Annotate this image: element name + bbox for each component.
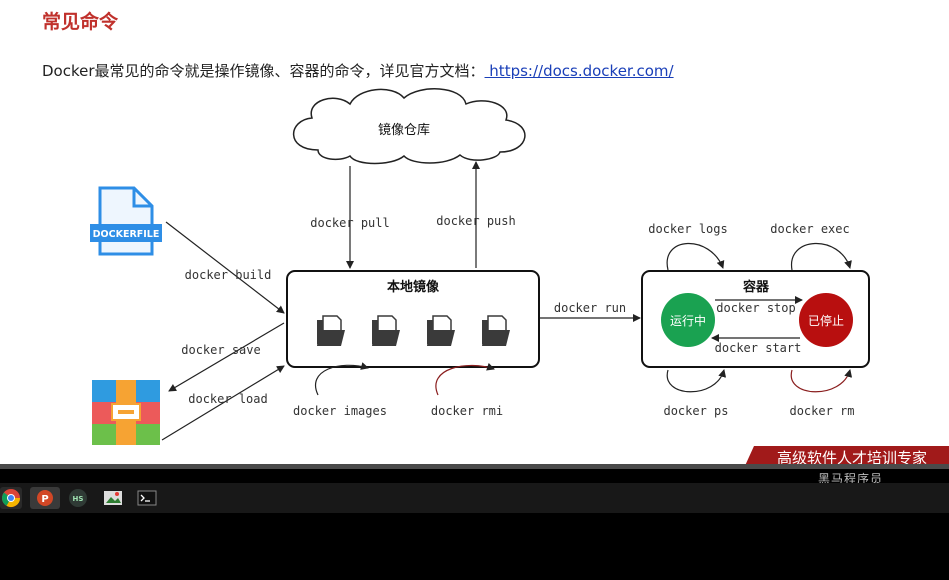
taskbar: P HS	[0, 483, 949, 513]
rmi-loop-arrow	[435, 362, 495, 396]
svg-text:P: P	[41, 494, 48, 505]
slide: 常见命令 Docker最常见的命令就是操作镜像、容器的命令，详见官方文档： ht…	[0, 0, 949, 464]
archive-icon	[92, 380, 160, 445]
image-viewer-icon[interactable]	[102, 487, 124, 509]
image-file-icons	[317, 315, 510, 346]
slide-bottom-bar	[0, 464, 949, 469]
svg-text:HS: HS	[73, 495, 84, 503]
running-label: 运行中	[670, 313, 706, 328]
docker-logs-label: docker logs	[648, 222, 727, 236]
banner-text: 高级软件人才培训专家	[777, 449, 928, 464]
slide-title: 常见命令	[42, 11, 119, 33]
branding-banner	[745, 446, 949, 464]
container-label: 容器	[742, 279, 770, 295]
stopped-state	[799, 293, 853, 347]
local-images-box	[286, 270, 540, 368]
docker-ps-label: docker ps	[663, 404, 728, 418]
docker-load-label: docker load	[188, 392, 267, 406]
docker-commands-diagram: 镜像仓库 DOCKERFILE 本地镜像 容器	[90, 88, 949, 464]
logs-loop-arrow	[666, 242, 725, 271]
docker-images-label: docker images	[293, 404, 387, 418]
running-state	[661, 293, 715, 347]
save-arrow	[168, 322, 285, 392]
docker-push-label: docker push	[436, 214, 515, 228]
rm-loop-arrow	[790, 369, 853, 393]
docker-rmi-label: docker rmi	[431, 404, 503, 418]
images-loop-arrow	[315, 362, 369, 396]
docker-build-label: docker build	[185, 268, 272, 282]
powerpoint-icon[interactable]: P	[30, 487, 60, 509]
slide-intro: Docker最常见的命令就是操作镜像、容器的命令，详见官方文档： https:/…	[42, 60, 674, 81]
docs-link[interactable]: https://docs.docker.com/	[484, 62, 674, 80]
image-file-icon	[317, 315, 345, 346]
dockerfile-icon: DOCKERFILE	[90, 186, 162, 256]
image-file-icon	[372, 315, 400, 346]
docker-stop-label: docker stop	[716, 301, 795, 315]
image-file-icon	[482, 315, 510, 346]
dockerfile-label: DOCKERFILE	[93, 229, 160, 240]
docker-run-label: docker run	[554, 301, 626, 315]
docker-exec-label: docker exec	[770, 222, 849, 236]
local-images-label: 本地镜像	[387, 279, 440, 295]
exec-loop-arrow	[791, 242, 852, 271]
docker-save-label: docker save	[181, 343, 260, 357]
docker-pull-label: docker pull	[310, 216, 389, 230]
load-arrow	[161, 365, 285, 441]
hs-app-icon[interactable]: HS	[67, 487, 89, 509]
build-arrow	[165, 221, 285, 314]
docker-rm-label: docker rm	[789, 404, 854, 418]
image-file-icon	[427, 315, 455, 346]
registry-label: 镜像仓库	[378, 122, 430, 138]
ps-loop-arrow	[666, 369, 727, 393]
stopped-label: 已停止	[808, 313, 844, 328]
watermark: 黑马程序员	[818, 472, 884, 486]
terminal-icon[interactable]	[136, 487, 158, 509]
chrome-icon[interactable]	[0, 487, 22, 509]
registry-cloud: 镜像仓库	[292, 88, 526, 165]
intro-text: Docker最常见的命令就是操作镜像、容器的命令，详见官方文档：	[42, 62, 485, 80]
docker-start-label: docker start	[715, 341, 802, 355]
